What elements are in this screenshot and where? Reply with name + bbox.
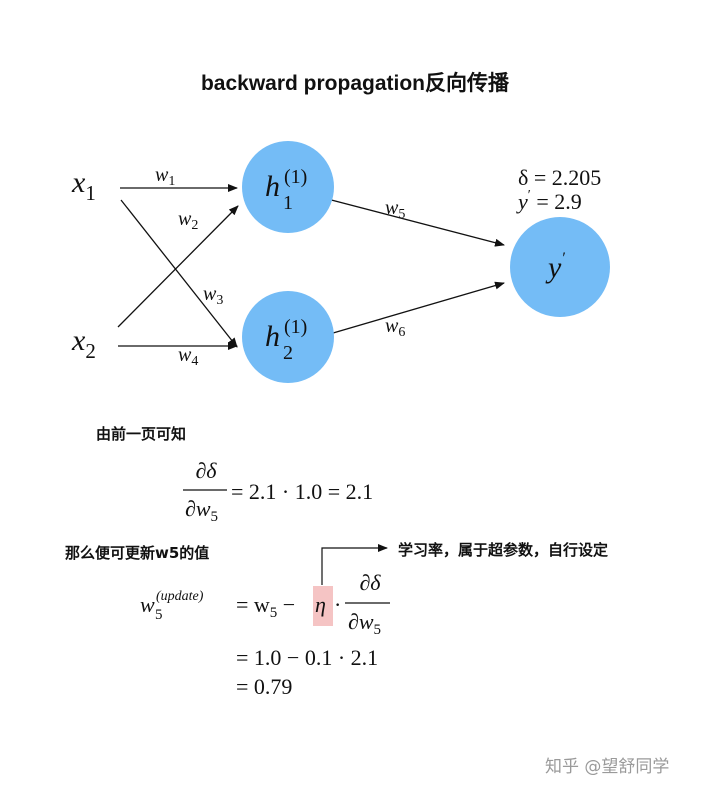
node-y-prime [510,217,610,317]
weight-w3: w3 [203,283,223,308]
edge-x1-h2 [120,199,238,348]
section1-denominator: ∂w5 [185,496,218,525]
y-prime-value: y′ = 2.9 [516,188,582,214]
weight-w4: w4 [178,344,198,369]
label-y-prime: y′ [545,250,565,284]
page-title: backward propagation反向传播 [201,71,510,95]
label-h1-sub: 1 [283,192,293,214]
label-h2-sub: 2 [283,342,293,364]
learning-rate-annotation: 学习率，属于超参数，自行设定 [398,541,608,559]
weight-w6: w6 [385,315,405,340]
eq-line2: = 1.0 − 0.1 · 2.1 [236,645,378,670]
eq1-rhs: = w5 − [236,592,295,621]
w5-update-sub: 5 [155,607,163,623]
input-x1: x1 [71,166,96,205]
weight-w1: w1 [155,164,175,189]
dot-operator: · [334,592,341,617]
edges [117,184,505,350]
edge-h1-y [315,195,505,247]
annotation-arrow [321,544,388,585]
eq-line3: = 0.79 [236,674,292,699]
weight-w2: w2 [178,208,198,233]
label-h2-sup: (1) [284,316,307,338]
node-h1 [242,141,334,233]
w5-update-sup: (update) [156,589,204,604]
section1-rhs: = 2.1 · 1.0 = 2.1 [231,479,373,504]
eta-symbol: η [315,592,326,617]
label-h2: h [265,320,280,353]
weight-labels: w1 w2 w3 w4 w5 w6 [155,164,405,369]
eq1-denominator: ∂w5 [348,609,381,638]
label-h1-sup: (1) [284,166,307,188]
w5-update-lhs: w [140,592,155,617]
edge-x2-h1 [117,205,239,328]
eq1-numerator: ∂δ [359,570,381,595]
watermark: 知乎 @望舒同学 [545,757,669,777]
section1-heading: 由前一页可知 [96,425,186,443]
section2-heading: 那么便可更新w5的值 [65,544,209,562]
weight-w5: w5 [385,197,405,222]
node-h2 [242,291,334,383]
section1-numerator: ∂δ [195,458,217,483]
edge-h2-y [315,281,505,339]
eta-highlight [313,586,333,626]
delta-value: δ = 2.205 [518,165,601,190]
label-h1: h [265,170,280,203]
input-x2: x2 [71,324,96,363]
